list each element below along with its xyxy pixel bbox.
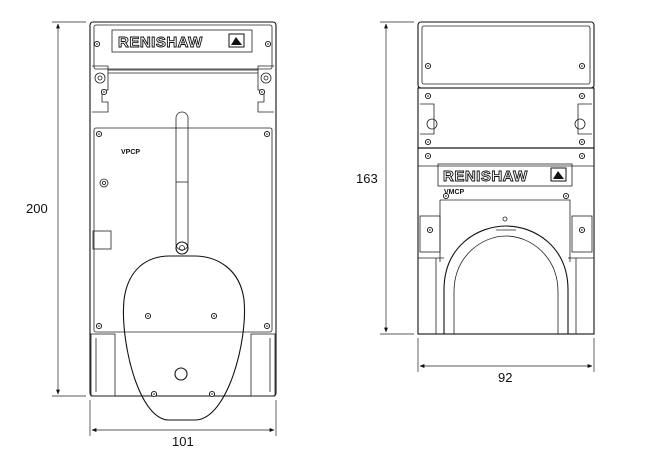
dim-right-height: 163 xyxy=(356,171,378,186)
dim-left-width: 101 xyxy=(172,434,194,449)
vmcp-unit: RENISHAW VMCP xyxy=(417,21,595,335)
logo-text-right: RENISHAW xyxy=(443,168,528,185)
dim-left-height: 200 xyxy=(26,201,48,216)
left-height-dimension: 200 xyxy=(26,21,86,397)
model-label-vmcp: VMCP xyxy=(444,189,465,196)
vpcp-unit: RENISHAW VPCP xyxy=(89,21,277,421)
logo-text-left: RENISHAW xyxy=(118,34,203,51)
renishaw-logo-right: RENISHAW xyxy=(443,167,567,185)
left-width-dimension: 101 xyxy=(89,400,277,449)
right-height-dimension: 163 xyxy=(356,21,414,335)
dim-right-width: 92 xyxy=(498,370,512,385)
model-label-vpcp: VPCP xyxy=(121,149,140,156)
renishaw-logo-left: RENISHAW xyxy=(118,33,245,51)
right-width-dimension: 92 xyxy=(417,338,595,385)
